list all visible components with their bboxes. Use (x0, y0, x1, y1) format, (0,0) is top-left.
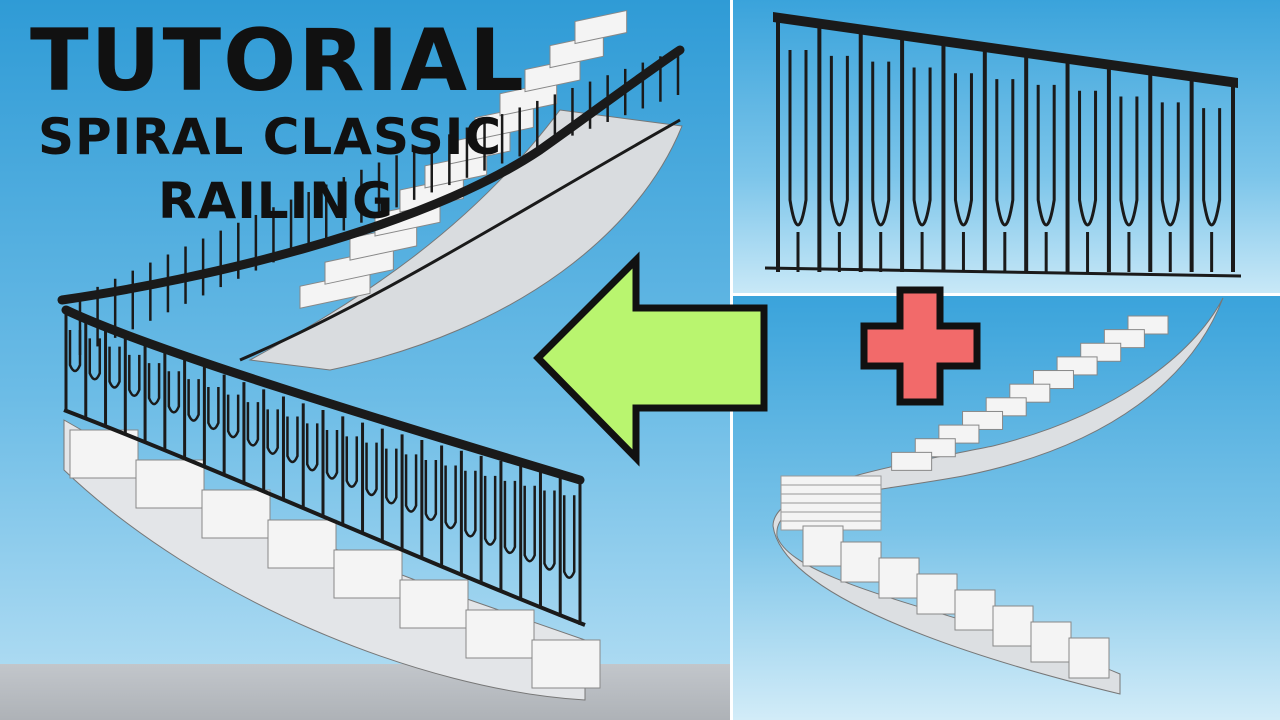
baluster-loop (444, 465, 457, 530)
baluster-loop (187, 379, 200, 422)
stair-step (992, 605, 1034, 647)
bottom-rail (764, 266, 1242, 278)
baluster-loop (385, 448, 398, 505)
stair-step (399, 579, 469, 629)
baluster-loop (207, 386, 220, 431)
baluster-loop (562, 495, 576, 579)
stair-step (954, 589, 996, 631)
baluster-loop (953, 73, 973, 227)
baluster-loop (788, 50, 808, 227)
baluster-loop (1202, 108, 1222, 227)
stair-stringer (772, 297, 1224, 695)
baluster-loop (464, 470, 477, 538)
stair-step (201, 489, 271, 539)
stair-panel (733, 296, 1280, 720)
stair-step (1068, 637, 1110, 679)
stair-step (840, 541, 882, 583)
stair-step (891, 451, 933, 471)
baluster-loop (829, 55, 849, 227)
stair-step (802, 525, 844, 567)
plus-icon (860, 286, 981, 406)
baluster-loop (483, 475, 497, 546)
baluster-loop (871, 61, 891, 227)
baluster-loop (365, 442, 378, 497)
baluster-loop (305, 423, 319, 472)
stair-step (531, 639, 601, 689)
stair-step (333, 549, 403, 599)
baluster-loop (543, 490, 556, 571)
stair-step (267, 519, 337, 569)
stair-step (135, 459, 205, 509)
baluster-loop (1160, 102, 1180, 227)
baluster-loop (912, 67, 932, 227)
baluster-loop (88, 338, 102, 381)
baluster-loop (325, 430, 339, 480)
baluster-loop (68, 330, 82, 373)
baluster-loop (424, 460, 438, 522)
bottom-rail-upper (239, 118, 681, 362)
stair-body (63, 9, 683, 701)
stair-step (69, 429, 139, 479)
stair-step (465, 609, 535, 659)
baluster-loop (286, 416, 299, 464)
baluster-loop (995, 79, 1015, 227)
stair-step (574, 9, 628, 45)
stair-step (878, 557, 920, 599)
baluster-loop (246, 402, 260, 447)
baluster-loop (1036, 84, 1056, 227)
ground-plane (0, 664, 730, 720)
baluster-loop (1119, 96, 1139, 227)
handrail-lower (61, 305, 585, 485)
railing-panel (733, 0, 1280, 293)
subtitle-line-2: RAILING (158, 172, 395, 230)
bottom-rail-lower (63, 408, 586, 627)
tutorial-title: TUTORIAL (30, 11, 526, 111)
railing-balusters (764, 12, 1242, 278)
baluster-loop (226, 394, 240, 439)
stair-body-plain (772, 297, 1224, 695)
spiral-stair-with-railing (57, 9, 685, 701)
handrail-upper (57, 45, 685, 305)
baluster-loop (108, 346, 121, 389)
baluster-loop (266, 409, 279, 455)
baluster-loop (167, 371, 181, 414)
baluster-loop (523, 485, 536, 563)
baluster-loop (1078, 90, 1098, 227)
spiral-stair (772, 297, 1224, 695)
railing-section (764, 12, 1242, 278)
subtitle-line-1: SPIRAL CLASSIC (38, 108, 503, 166)
baluster-loop (147, 363, 161, 406)
baluster-loop (404, 454, 418, 513)
stair-railing (57, 45, 685, 627)
baluster-loop (128, 354, 141, 398)
baluster-loop (503, 480, 517, 555)
baluster-loop (345, 436, 359, 488)
handrail-bar (773, 12, 1238, 88)
left-arrow-icon (533, 251, 768, 467)
